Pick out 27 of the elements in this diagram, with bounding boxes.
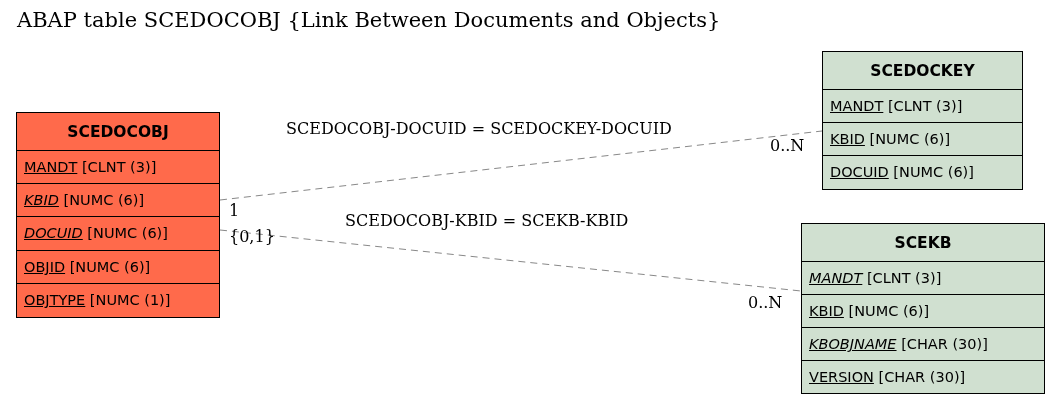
field-row: MANDT [CLNT (3)] xyxy=(802,261,1044,294)
field-row: OBJID [NUMC (6)] xyxy=(17,250,219,283)
edge-label: SCEDOCOBJ-KBID = SCEKB-KBID xyxy=(344,211,630,230)
field-row: OBJTYPE [NUMC (1)] xyxy=(17,283,219,317)
entity-table xyxy=(822,51,1023,190)
entity-table xyxy=(801,223,1045,394)
relation-line xyxy=(219,229,802,292)
field-row: KBID [NUMC (6)] xyxy=(823,122,1022,155)
field-row: KBID [NUMC (6)] xyxy=(802,294,1044,327)
field-row: KBOBJNAME [CHAR (30)] xyxy=(802,327,1044,360)
field-row: DOCUID [NUMC (6)] xyxy=(17,216,219,250)
table-name: SCEDOCKEY xyxy=(870,62,975,80)
field-row: MANDT [CLNT (3)] xyxy=(823,89,1022,122)
field-row: KBID [NUMC (6)] xyxy=(17,183,219,216)
cardinality-label: 0..N xyxy=(748,293,783,312)
edge-label: SCEDOCOBJ-DOCUID = SCEDOCKEY-DOCUID xyxy=(285,119,673,138)
entity-table xyxy=(16,112,220,318)
cardinality-label: {0,1} xyxy=(229,227,275,246)
diagram-title: ABAP table SCEDOCOBJ {Link Between Documents and Objects} xyxy=(17,8,721,32)
field-row: DOCUID [NUMC (6)] xyxy=(823,155,1022,189)
field-row: MANDT [CLNT (3)] xyxy=(17,150,219,183)
field-row: VERSION [CHAR (30)] xyxy=(802,360,1044,393)
table-name: SCEKB xyxy=(894,234,952,252)
relation-line xyxy=(219,130,823,201)
cardinality-label: 1 xyxy=(229,201,240,220)
cardinality-label: 0..N xyxy=(770,136,805,155)
table-name: SCEDOCOBJ xyxy=(67,123,169,141)
